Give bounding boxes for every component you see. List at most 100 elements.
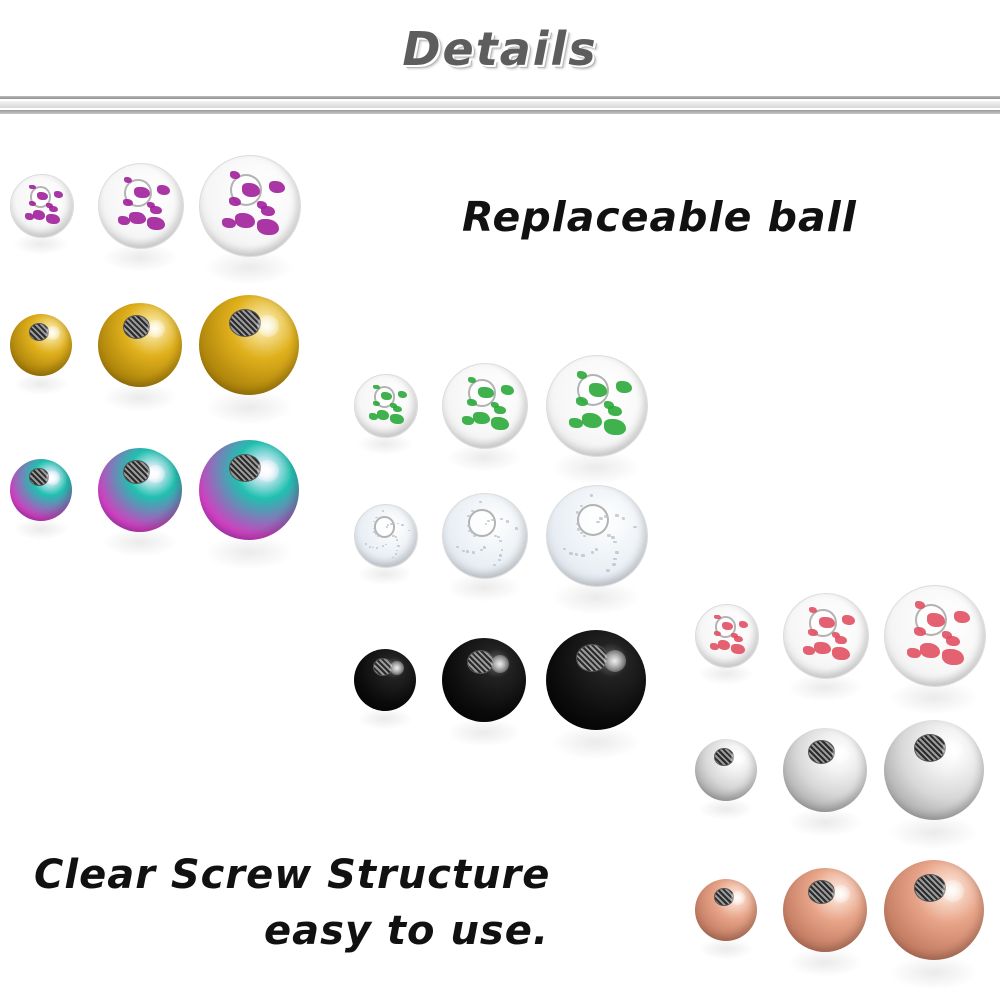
glitter-speck (613, 557, 617, 561)
color-flake (24, 213, 34, 220)
glitter-speck (612, 563, 616, 566)
color-flake (927, 613, 946, 627)
ball-reflection (787, 947, 863, 978)
glitter-speck (607, 534, 611, 537)
divider-line (0, 110, 1000, 114)
color-flake (942, 631, 952, 639)
clear-glitter-ball-small (354, 504, 418, 568)
ball-reflection (551, 725, 641, 760)
silver-ball-medium (783, 728, 867, 812)
glitter-speck (372, 520, 376, 523)
glitter-speck (385, 526, 388, 529)
color-flake (392, 405, 402, 413)
glitter-speck (576, 528, 581, 531)
glitter-speck (496, 536, 500, 539)
color-flake (123, 198, 134, 207)
clear-glitter-ball-medium (442, 493, 528, 579)
glitter-speck (615, 551, 619, 554)
ball-reflection (698, 662, 754, 685)
details-heading: Details (402, 22, 598, 76)
ball-reflection (204, 390, 294, 425)
rose-gold-ball-small (695, 879, 757, 941)
green-flake-ball-medium (442, 363, 528, 449)
glitter-speck (395, 552, 398, 555)
color-flake (953, 611, 970, 624)
color-flake (222, 217, 237, 229)
color-flake (946, 635, 961, 647)
ball-highlight (604, 650, 626, 672)
thread-hole (468, 509, 496, 537)
color-flake (29, 184, 36, 190)
glitter-speck (498, 540, 502, 543)
glitter-speck (594, 548, 599, 551)
glitter-speck (397, 522, 400, 525)
ball-reflection (13, 372, 69, 395)
purple-flake-ball-small (10, 174, 74, 238)
ball-highlight (45, 326, 60, 341)
glitter-speck (599, 516, 603, 520)
ball-highlight (831, 744, 851, 764)
color-flake (146, 201, 156, 209)
color-flake (472, 411, 490, 425)
ball-reflection (204, 535, 294, 570)
red-flake-ball-medium (783, 593, 869, 679)
divider-line (0, 101, 1000, 108)
glitter-speck (500, 548, 504, 551)
glitter-speck (381, 510, 384, 512)
glitter-speck (401, 524, 404, 527)
glitter-speck (372, 546, 375, 549)
glitter-speck (500, 517, 504, 520)
color-flake (835, 635, 848, 645)
color-flake (831, 631, 841, 639)
glitter-speck (466, 524, 470, 528)
color-flake (478, 386, 494, 399)
ball-reflection (357, 432, 413, 455)
glitter-speck (490, 518, 494, 521)
glitter-speck (479, 548, 483, 551)
glitter-speck (493, 534, 497, 537)
glitter-speck (394, 536, 397, 538)
color-flake (576, 371, 587, 379)
glitter-speck (391, 556, 394, 559)
gold-ball-medium (98, 303, 182, 387)
color-flake (733, 635, 743, 643)
color-flake (714, 614, 721, 620)
color-flake (920, 642, 941, 658)
black-ball-medium (442, 638, 526, 722)
glitter-speck (375, 533, 378, 535)
glitter-speck (397, 545, 400, 548)
color-flake (33, 210, 46, 220)
glitter-speck (470, 532, 474, 535)
silver-ball-large (884, 720, 984, 820)
screw-thread-icon (914, 874, 946, 902)
glitter-speck (596, 520, 600, 524)
color-flake (397, 390, 408, 398)
glitter-speck (467, 529, 471, 532)
color-flake (461, 415, 474, 425)
color-flake (134, 186, 150, 199)
glitter-speck (373, 531, 376, 533)
color-flake (569, 417, 584, 429)
ball-reflection (13, 517, 69, 540)
divider-line (0, 96, 1000, 99)
glitter-speck (613, 540, 617, 544)
glitter-speck (498, 554, 502, 557)
screw-structure-caption: Clear Screw Structure (34, 852, 551, 898)
rose-gold-ball-medium (783, 868, 867, 952)
glitter-speck (473, 534, 477, 538)
color-flake (150, 205, 163, 215)
color-flake (731, 643, 745, 654)
glitter-speck (615, 514, 619, 517)
ball-highlight (45, 471, 60, 486)
color-flake (46, 202, 53, 208)
color-flake (368, 413, 378, 420)
rose-gold-ball-large (884, 860, 984, 960)
glitter-speck (372, 527, 375, 530)
rainbow-ball-large (199, 440, 299, 540)
color-flake (372, 400, 381, 407)
glitter-speck (515, 527, 519, 530)
glitter-speck (364, 543, 367, 545)
color-flake (604, 401, 614, 409)
color-flake (117, 215, 130, 225)
